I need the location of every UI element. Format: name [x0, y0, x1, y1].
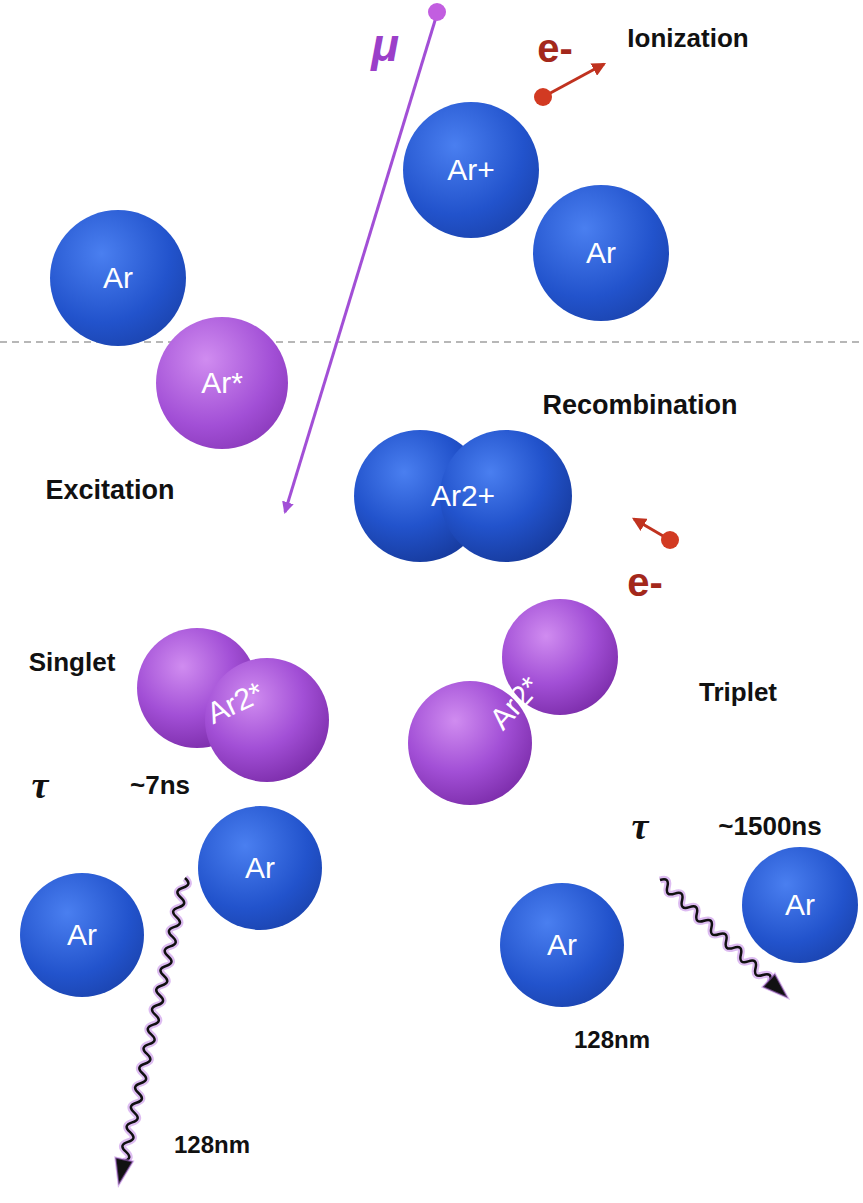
lifetime-value: ~1500ns	[718, 813, 821, 839]
atom-circle: Ar	[533, 185, 669, 321]
atom-label: Ar	[547, 930, 577, 960]
process-label: Ionization	[627, 25, 748, 51]
electron-dot	[661, 531, 679, 549]
electron-arrow	[543, 64, 604, 97]
particle-symbol: μ	[371, 22, 399, 68]
atom-label: Ar	[785, 890, 815, 920]
state-label: Singlet	[29, 649, 116, 675]
atom-label: Ar	[67, 920, 97, 950]
state-label: Triplet	[699, 679, 777, 705]
process-label: Recombination	[542, 392, 737, 419]
lifetime-symbol: τ	[32, 766, 49, 804]
dimer-blob: Ar2+	[352, 428, 574, 564]
atom-label: Ar	[103, 263, 133, 293]
dimer-blob: Ar2*	[135, 618, 335, 788]
lifetime-symbol: τ	[632, 807, 649, 845]
atom-label: Ar	[245, 853, 275, 883]
atom-label: Ar2+	[431, 481, 495, 511]
particle-symbol: e-	[627, 562, 663, 602]
atom-circle: Ar	[500, 883, 624, 1007]
atom-label: Ar	[586, 238, 616, 268]
atom-circle: Ar+	[403, 102, 539, 238]
wavelength-label: 128nm	[574, 1028, 650, 1052]
atom-circle: Ar	[198, 806, 322, 930]
photon-head	[110, 1158, 133, 1187]
atom-circle: Ar	[50, 210, 186, 346]
atom-circle: Ar	[20, 873, 144, 997]
particle-symbol: e-	[537, 28, 573, 68]
lifetime-value: ~7ns	[130, 772, 190, 798]
photon-head	[763, 974, 794, 1005]
dimer-blob: Ar2*	[400, 595, 630, 810]
atom-label: Ar+	[447, 155, 495, 185]
atom-circle: Ar	[742, 847, 858, 963]
muon-dot	[428, 3, 446, 21]
wavelength-label: 128nm	[174, 1133, 250, 1157]
atom-circle: Ar*	[156, 317, 288, 449]
atom-label: Ar*	[201, 368, 243, 398]
process-label: Excitation	[45, 477, 174, 504]
electron-dot	[534, 88, 552, 106]
